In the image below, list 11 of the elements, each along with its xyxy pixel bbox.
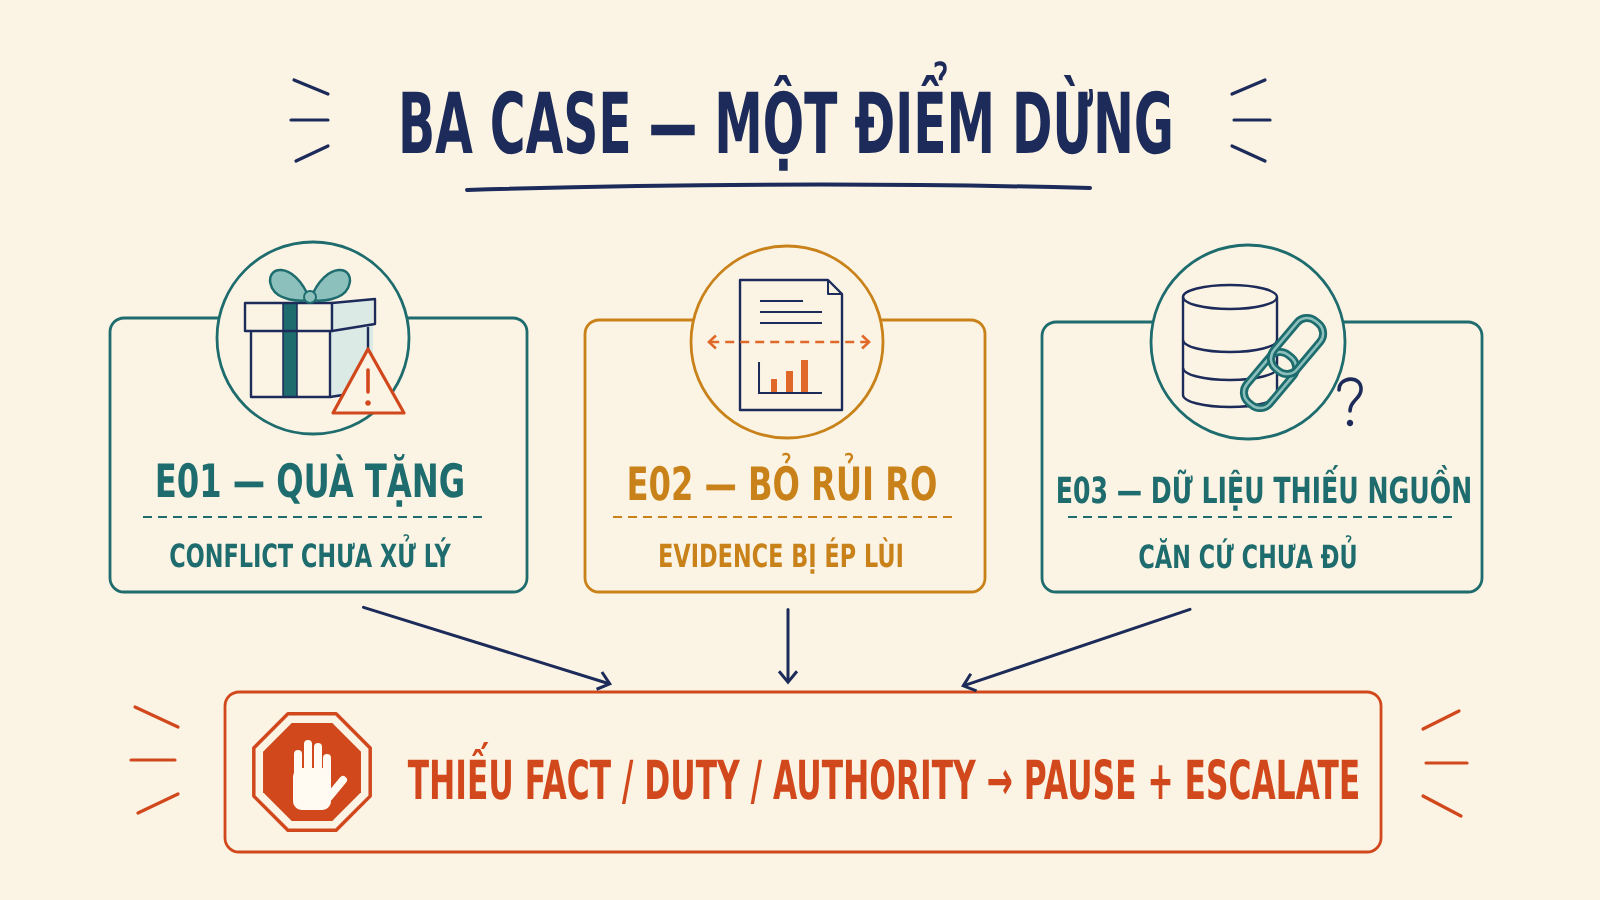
arrow [961,607,1192,693]
card-subtitle: EVIDENCE BỊ ÉP LÙI [660,537,902,574]
card-heading: E03 — DỮ LIỆU THIẾU NGUỒN [1058,465,1470,511]
arrow [362,605,612,691]
card-subtitle: CĂN CỨ CHƯA ĐỦ [1139,535,1356,569]
diagram-title: BA CASE — MỘT ĐIỂM DỪNG [402,61,1171,171]
card-heading: E01 — QUÀ TẶNG [157,454,463,507]
action-text: THIẾU FACT / DUTY / AUTHORITY → PAUSE + ESCALATE [407,742,1358,804]
card-subtitle: CONFLICT CHƯA XỬ LÝ [170,534,451,568]
card-heading: E02 — BỎ RỦI RO [629,452,936,501]
arrow [777,607,799,685]
